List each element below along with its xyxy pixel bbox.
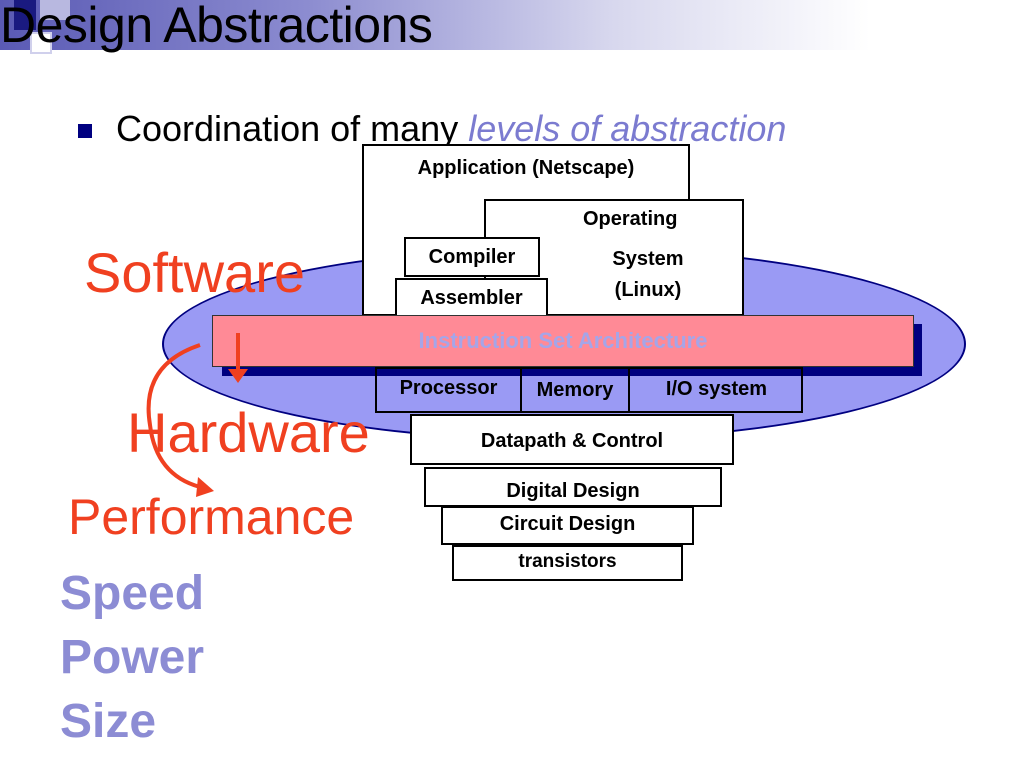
os-label-line3: (Linux) xyxy=(614,279,682,301)
datapath-label: Datapath & Control xyxy=(480,430,664,452)
assembler-box: Assembler xyxy=(395,278,548,318)
os-label-line1: Operating xyxy=(583,208,678,230)
datapath-box: Datapath & Control xyxy=(410,414,734,465)
io-cell: I/O system xyxy=(630,367,803,413)
compiler-box: Compiler xyxy=(404,237,540,277)
curved-arrow-icon xyxy=(146,343,214,497)
os-label-line2: System xyxy=(612,248,684,270)
arrows-overlay xyxy=(146,333,248,497)
title-square-decoration xyxy=(14,0,36,30)
circuit-design-box: Circuit Design xyxy=(441,506,694,545)
performance-label: Performance xyxy=(68,489,355,545)
bullet-plain-text: Coordination of many xyxy=(116,108,469,149)
down-arrow-icon xyxy=(228,333,248,383)
hardware-label: Hardware xyxy=(127,401,370,464)
compiler-label: Compiler xyxy=(428,246,516,268)
memory-cell: Memory xyxy=(520,367,630,413)
digital-design-label: Digital Design xyxy=(506,480,640,502)
bullet-emphasis-text: levels of abstraction xyxy=(468,108,787,149)
metric-power: Power xyxy=(60,631,205,684)
transistors-label: transistors xyxy=(518,551,617,572)
io-label: I/O system xyxy=(665,378,768,400)
application-label: Application (Netscape) xyxy=(417,157,635,179)
memory-label: Memory xyxy=(536,379,614,401)
processor-label: Processor xyxy=(399,377,498,399)
bullet-square-icon xyxy=(78,124,92,138)
page-title: Design Abstractions xyxy=(0,0,433,53)
digital-design-box: Digital Design xyxy=(424,467,722,507)
software-label: Software xyxy=(84,241,305,304)
metric-size: Size xyxy=(60,695,157,748)
os-label-block: System (Linux) xyxy=(588,244,708,306)
assembler-label: Assembler xyxy=(420,287,523,309)
title-square-decoration xyxy=(30,32,52,54)
bullet-text: Coordination of many levels of abstracti… xyxy=(116,108,786,150)
processor-cell: Processor xyxy=(375,367,522,413)
metric-speed: Speed xyxy=(60,567,205,620)
isa-band: Instruction Set Architecture xyxy=(212,315,914,367)
title-square-decoration xyxy=(40,0,70,20)
transistors-box: transistors xyxy=(452,545,683,581)
circuit-design-label: Circuit Design xyxy=(499,513,636,535)
title-bar-decoration xyxy=(0,0,1024,50)
